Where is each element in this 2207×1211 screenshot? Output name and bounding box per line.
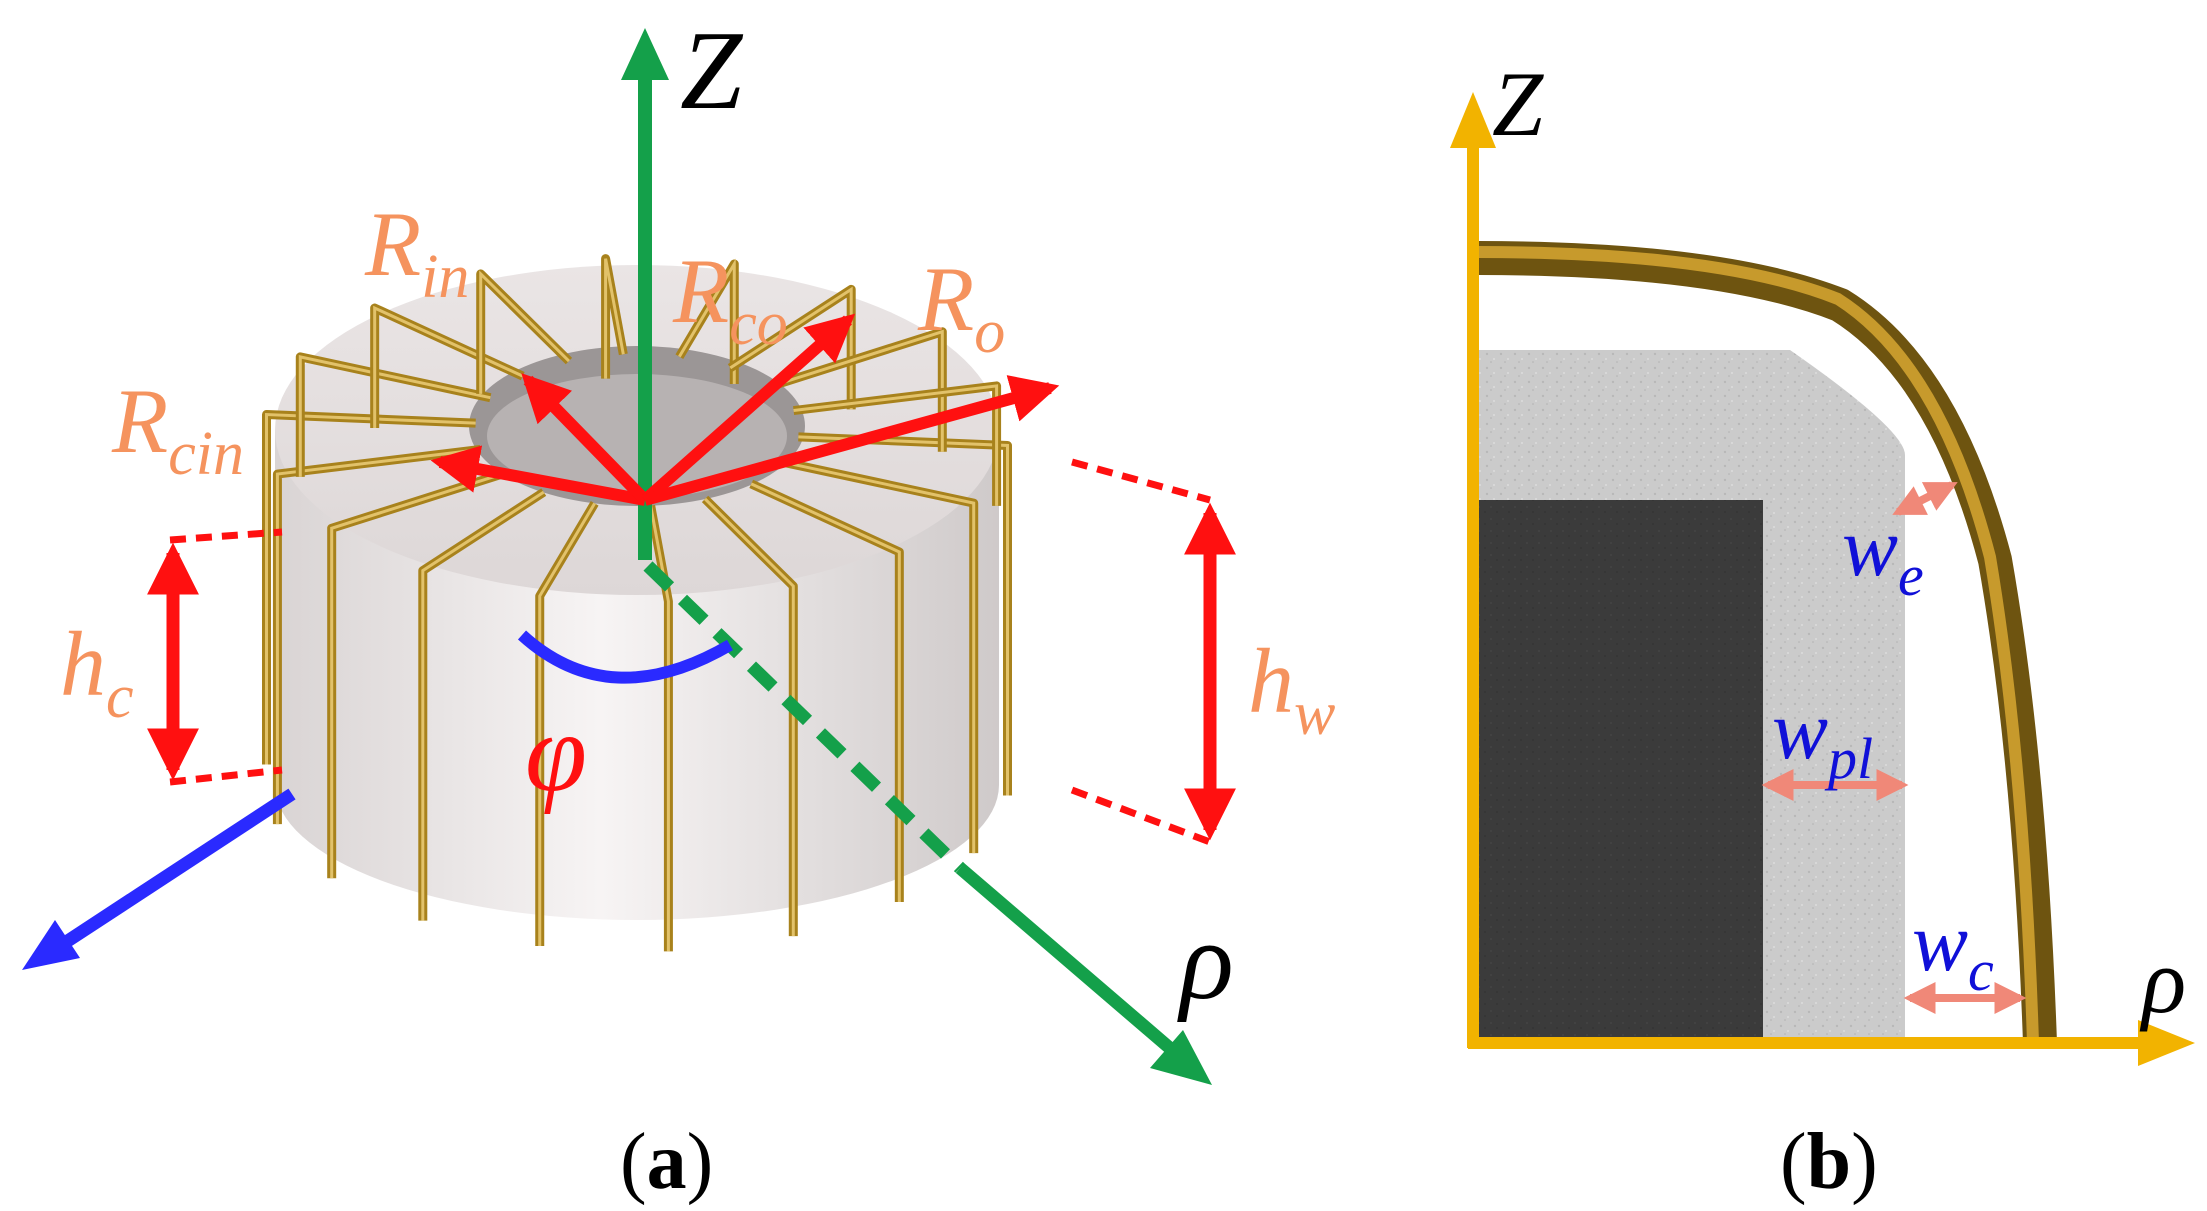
- phi-axis-solid: [56, 788, 296, 952]
- h-c-base: h: [60, 613, 106, 715]
- caption-a-open: (: [620, 1118, 647, 1206]
- hc-top-dashed: [169, 528, 283, 544]
- radius-arrows: [430, 313, 1060, 506]
- rho-axis-b-label: ρ: [2139, 930, 2186, 1032]
- z-axis-a-arrowhead: [621, 28, 669, 80]
- winding-turn-highlight: [604, 258, 625, 379]
- caption-b-letter: b: [1807, 1118, 1852, 1206]
- r-o-arrow: [643, 375, 1060, 506]
- r-cin-label: Rcin: [111, 370, 244, 488]
- caption-b-open: (: [1780, 1118, 1807, 1206]
- panel-a: Z ρ φ Rin Rco Ro Rcin hc hw (a): [22, 9, 1335, 1206]
- r-co-arrow: [641, 313, 856, 505]
- rho-axis-a-label: ρ: [1177, 899, 1234, 1023]
- r-o-base: R: [917, 248, 974, 350]
- rho-axis-dashed: [643, 561, 965, 873]
- z-axis-a-label: Z: [680, 9, 744, 133]
- winding-turn-highlight: [373, 305, 524, 429]
- h-w-base: h: [1248, 630, 1294, 732]
- r-cin-base: R: [111, 370, 168, 472]
- winding-turn-highlight: [729, 286, 853, 410]
- winding-turn-highlight: [649, 505, 670, 952]
- r-cin-sub: cin: [168, 420, 244, 488]
- phi-angle-label: φ: [525, 691, 587, 815]
- winding-turn-highlight: [750, 482, 901, 902]
- caption-a-close: ): [687, 1118, 714, 1206]
- winding-turn-highlight: [298, 355, 491, 477]
- core-dark-region: [1478, 500, 1763, 1043]
- w-pl-base: w: [1772, 684, 1828, 777]
- h-w-label: hw: [1248, 630, 1335, 748]
- winding-turn-highlight: [793, 384, 999, 506]
- z-axis-b-label: Z: [1492, 53, 1544, 155]
- r-in-sub: in: [421, 243, 469, 311]
- winding-turn-highlight: [704, 497, 795, 937]
- w-c-sub: c: [1968, 938, 1994, 1003]
- winding-turn-highlight: [479, 270, 570, 394]
- w-e-label: we: [1842, 501, 1924, 608]
- winding-turn-highlight: [538, 502, 596, 947]
- w-c-label: wc: [1912, 896, 1994, 1003]
- h-c-sub: c: [106, 663, 134, 731]
- hw-top-dashed: [1071, 458, 1211, 504]
- rho-axis-a-arrowhead: [1150, 1030, 1212, 1085]
- winding-group: [262, 254, 1012, 952]
- hw-bottom-dashed: [1070, 786, 1212, 846]
- winding-turn-highlight: [678, 258, 736, 384]
- r-co-label: Rco: [672, 240, 788, 358]
- w-e-base: w: [1842, 501, 1898, 594]
- r-co-base: R: [672, 240, 729, 342]
- w-e-arrow: [1892, 481, 1958, 516]
- hc-dimension: [147, 528, 283, 786]
- hc-bottom-dashed: [169, 766, 283, 786]
- toroidal-core: [275, 265, 999, 920]
- panel-b: Z ρ we wpl wc (b): [1450, 53, 2195, 1206]
- w-pl-label: wpl: [1772, 684, 1873, 791]
- r-o-label: Ro: [917, 248, 1005, 366]
- caption-b: (b): [1780, 1118, 1878, 1206]
- r-co-sub: co: [729, 290, 788, 358]
- caption-a: (a): [620, 1118, 713, 1206]
- winding-turn-highlight: [265, 412, 476, 765]
- r-cin-arrow: [430, 445, 647, 506]
- phi-angle-arc: [517, 630, 734, 684]
- hw-dimension: [1070, 458, 1236, 846]
- w-pl-sub: pl: [1824, 726, 1873, 791]
- h-w-sub: w: [1294, 680, 1335, 748]
- phi-axis-arrowhead: [22, 920, 80, 970]
- winding-turn-highlight: [275, 447, 481, 825]
- r-in-base: R: [364, 193, 421, 295]
- winding-turn-highlight: [783, 460, 976, 854]
- w-e-sub: e: [1898, 543, 1924, 608]
- h-c-label: hc: [60, 613, 134, 731]
- rho-axis-solid: [955, 863, 1177, 1055]
- caption-a-letter: a: [647, 1118, 687, 1206]
- rho-axis-b-arrowhead: [2138, 1020, 2195, 1066]
- r-in-arrow: [521, 373, 650, 505]
- clearance-region: [1905, 460, 2025, 1043]
- winding-turn-highlight: [421, 490, 545, 921]
- z-axis-b-arrowhead: [1450, 92, 1496, 148]
- r-o-sub: o: [974, 298, 1005, 366]
- w-c-base: w: [1912, 896, 1968, 989]
- winding-conductor-highlight: [1477, 246, 2039, 1044]
- caption-b-close: ): [1851, 1118, 1878, 1206]
- r-in-label: Rin: [364, 193, 469, 311]
